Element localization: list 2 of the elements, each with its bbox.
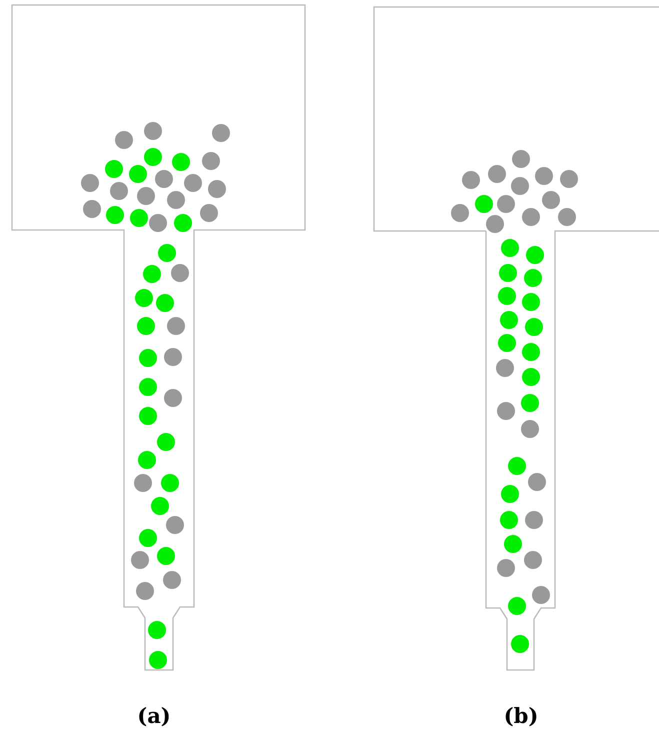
panel-label: (a) (137, 703, 171, 728)
panel-label: (b) (504, 703, 538, 728)
